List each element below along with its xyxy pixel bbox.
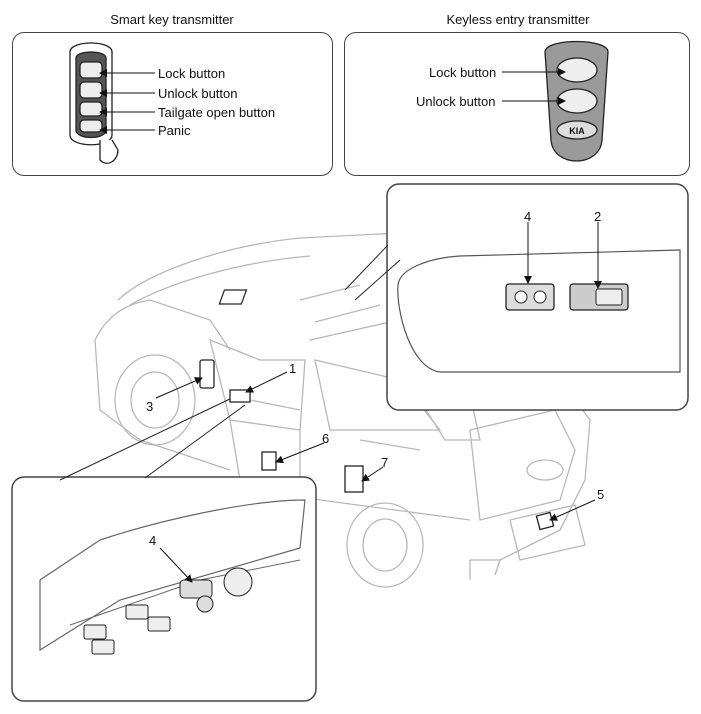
tailgate-switch-marker: [218, 289, 248, 305]
smart-key-heading: Smart key transmitter: [110, 12, 234, 27]
keyless-entry-heading: Keyless entry transmitter: [446, 12, 590, 27]
smart-key-unlock-label: Unlock button: [158, 86, 238, 101]
car-illustration: [94, 231, 591, 588]
callout-4-top: 4: [524, 209, 532, 224]
fob-logo: KIA: [569, 126, 585, 136]
door-switch-marker: [229, 389, 251, 403]
callout-3: 3: [146, 399, 154, 414]
smart-key-panel: [12, 32, 333, 176]
marker-7: [344, 465, 364, 493]
marker-6: [261, 451, 277, 471]
callout-6: 6: [322, 431, 330, 446]
smart-key-tailgate-label: Tailgate open button: [158, 105, 276, 120]
callout-5: 5: [597, 487, 605, 502]
callout-2: 2: [594, 209, 602, 224]
callout-1: 1: [289, 361, 297, 376]
keyless-entry-panel: [344, 32, 690, 176]
callout-7: 7: [381, 455, 389, 470]
keyless-lock-label: Lock button: [429, 65, 497, 80]
marker-5: [535, 511, 555, 531]
keyless-unlock-label: Unlock button: [416, 94, 496, 109]
smart-key-lock-label: Lock button: [158, 66, 226, 81]
door-lock-switch-detail: [505, 283, 555, 311]
callout-4-bottom: 4: [149, 533, 157, 548]
smart-key-unit-marker: [199, 359, 215, 389]
smart-key-panic-label: Panic: [158, 123, 191, 138]
smart-key-fob: [69, 42, 119, 164]
